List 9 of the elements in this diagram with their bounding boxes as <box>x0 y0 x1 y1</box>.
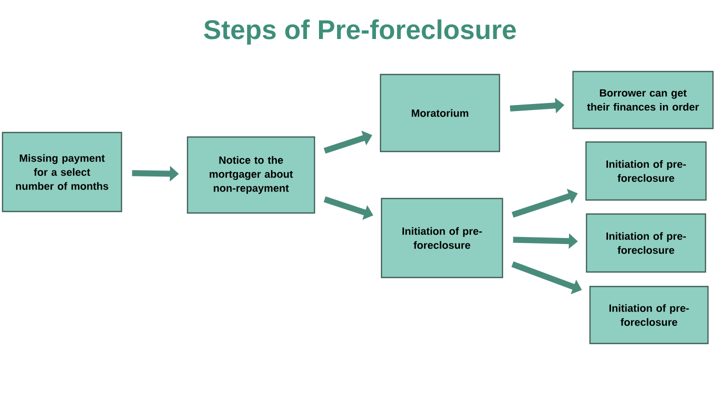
process-box: Initiation of pre-foreclosure <box>589 286 709 344</box>
process-box: Moratorium <box>380 74 500 152</box>
process-box: Initiation of pre-foreclosure <box>585 141 707 201</box>
process-box: Notice to the mortgager about non-repayment <box>186 136 316 214</box>
title: Steps of Pre-foreclosure <box>204 19 516 45</box>
process-box: Initiation of pre-foreclosure <box>380 198 504 278</box>
process-box: Initiation of pre-foreclosure <box>586 213 706 273</box>
process-box: Missing payment for a select number of months <box>2 132 122 212</box>
process-box: Borrower can get their finances in order <box>572 70 714 130</box>
